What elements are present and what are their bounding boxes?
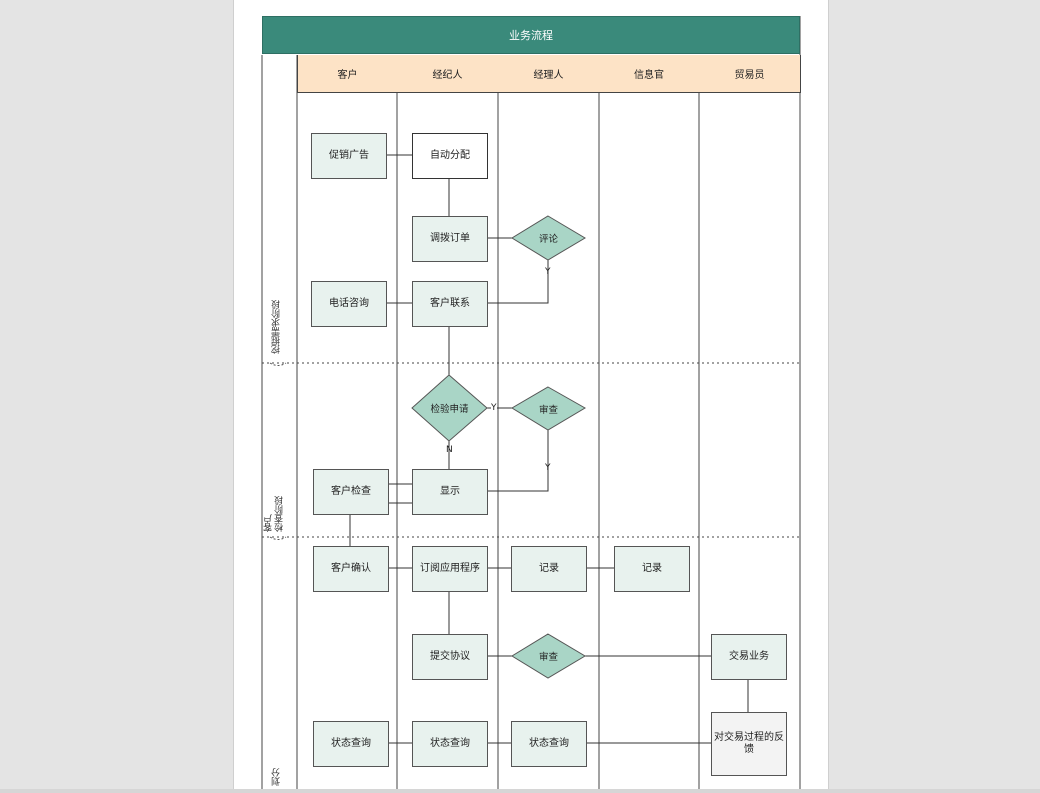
review-diamond: [511, 215, 586, 261]
edge-label-verify-yes: Y: [491, 403, 497, 413]
lane-header-broker: 经纪人: [397, 55, 499, 93]
phase-label-division: 划分: [272, 768, 282, 786]
lane-header-trader: 贸易员: [699, 55, 801, 93]
lane-header-info-officer: 信息官: [599, 55, 700, 93]
audit-diamond-2: [511, 633, 586, 679]
node-customer-check[interactable]: 客户检查: [313, 469, 389, 515]
node-adjust-order[interactable]: 调拨订单: [412, 216, 488, 262]
node-promo-ad[interactable]: 促销广告: [311, 133, 387, 179]
edge-label-audit-yes: Y: [545, 463, 551, 473]
node-feedback[interactable]: 对交易过程的反馈: [711, 712, 787, 776]
node-record-2[interactable]: 记录: [614, 546, 690, 592]
node-submit-agreement[interactable]: 提交协议: [412, 634, 488, 680]
phase-label-discovery: 挖掘需求阶段: [272, 300, 282, 354]
node-status-query-manager[interactable]: 状态查询: [511, 721, 587, 767]
node-phone-consult[interactable]: 电话咨询: [311, 281, 387, 327]
node-auto-assign[interactable]: 自动分配: [412, 133, 488, 179]
diagram-lines: [261, 16, 801, 789]
status-strip: [0, 789, 1040, 793]
edge-label-verify-no: N: [446, 445, 453, 455]
node-customer-contact[interactable]: 客户联系: [412, 281, 488, 327]
phase-label-check: 客户 检查阶段: [264, 496, 285, 532]
diagram-page: 业务流程 客户 经纪人 经理人 信息官 贸易员 挖掘需求阶段 客户 检查阶段 划…: [233, 0, 829, 789]
node-customer-confirm[interactable]: 客户确认: [313, 546, 389, 592]
verify-diamond: [411, 374, 488, 442]
edge-label-review-yes: Y: [545, 267, 551, 277]
node-status-query-broker[interactable]: 状态查询: [412, 721, 488, 767]
lane-header-manager: 经理人: [498, 55, 600, 93]
node-trade-business[interactable]: 交易业务: [711, 634, 787, 680]
diagram-title: 业务流程: [262, 16, 800, 54]
node-subscribe-app[interactable]: 订阅应用程序: [412, 546, 488, 592]
node-display[interactable]: 显示: [412, 469, 488, 515]
node-status-query-customer[interactable]: 状态查询: [313, 721, 389, 767]
lane-header-customer: 客户: [297, 55, 398, 93]
audit-diamond-1: [511, 386, 586, 431]
node-record-1[interactable]: 记录: [511, 546, 587, 592]
